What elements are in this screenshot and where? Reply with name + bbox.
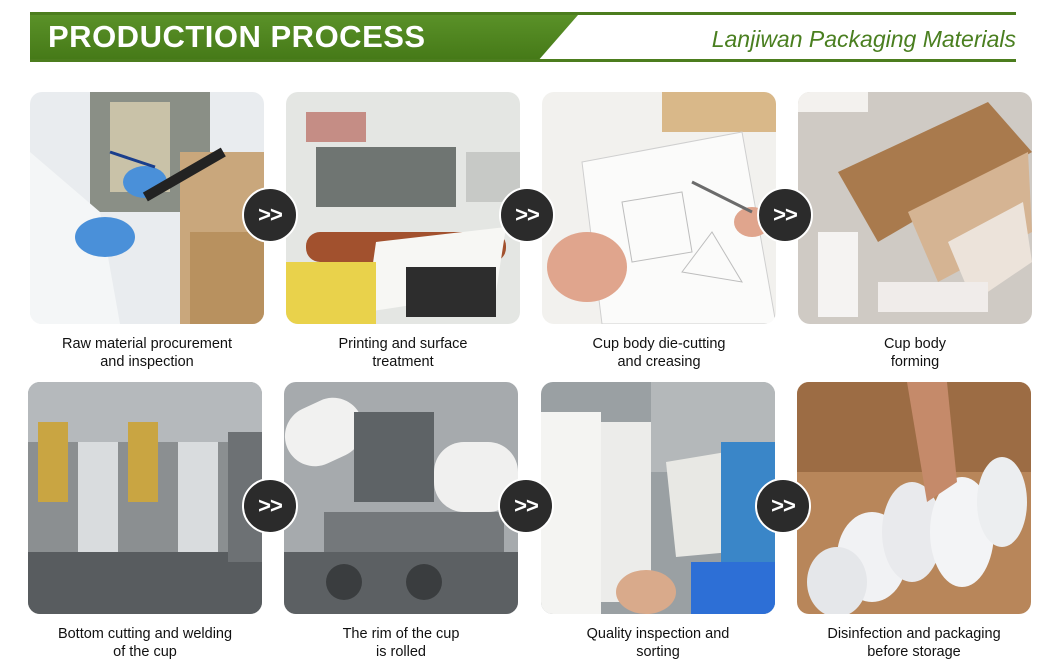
- arrow-step-6-to-7: >>: [498, 478, 554, 534]
- arrow-step-1-to-2: >>: [242, 187, 298, 243]
- photo-bottom-cutting: [28, 382, 262, 614]
- caption-printing: Printing and surface treatment: [338, 336, 468, 370]
- photo-quality-inspection: [541, 382, 775, 614]
- banner-green-block: [30, 15, 578, 59]
- photo-printing: [286, 92, 520, 324]
- photo-cup-forming: [798, 92, 1032, 324]
- photo-die-cutting: [542, 92, 776, 324]
- header-banner: PRODUCTION PROCESS Lanjiwan Packaging Ma…: [30, 12, 1016, 62]
- caption-bottom-cutting: Bottom cutting and welding of the cup: [57, 626, 233, 660]
- photo-disinfection: [797, 382, 1031, 614]
- photo-raw-material: [30, 92, 264, 324]
- banner-top-line: [30, 12, 1016, 15]
- caption-quality-inspection: Quality inspection and sorting: [586, 626, 730, 660]
- arrow-step-5-to-6: >>: [242, 478, 298, 534]
- banner-bottom-line: [30, 59, 1016, 62]
- caption-cup-forming: Cup body forming: [883, 336, 947, 370]
- arrow-step-7-to-8: >>: [755, 478, 811, 534]
- brand-name: Lanjiwan Packaging Materials: [711, 26, 1016, 52]
- arrow-step-2-to-3: >>: [499, 187, 555, 243]
- caption-raw-material: Raw material procurement and inspection: [61, 336, 233, 370]
- caption-die-cutting: Cup body die-cutting and creasing: [592, 336, 726, 370]
- page-title: PRODUCTION PROCESS: [48, 19, 426, 54]
- caption-disinfection: Disinfection and packaging before storag…: [827, 626, 1001, 660]
- arrow-step-3-to-4: >>: [757, 187, 813, 243]
- caption-rim-rolling: The rim of the cup is rolled: [342, 626, 460, 660]
- photo-rim-rolling: [284, 382, 518, 614]
